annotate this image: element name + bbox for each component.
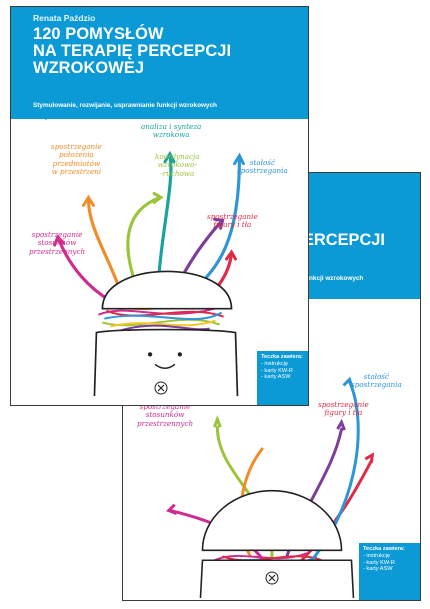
front-illustration <box>53 150 245 397</box>
title-line: 120 POMYSŁÓW <box>33 25 164 43</box>
banner-notch <box>41 116 51 120</box>
front-contents-box: Teczka zawiera: - instrukcję - karty KW-… <box>257 351 308 405</box>
book-title: 120 POMYSŁÓW NA TERAPIĘ PERCEPCJI WZROKO… <box>33 26 231 77</box>
back-illustration <box>166 376 375 599</box>
contents-item: - karty ASW <box>261 374 291 381</box>
title-line: NA TERAPIĘ PERCEPCJI <box>33 42 232 60</box>
author-name: Renata Paździo <box>33 13 96 23</box>
contents-heading: Teczka zawiera: <box>261 354 303 360</box>
title-line: WZROKOWEJ <box>33 59 145 77</box>
contents-item: - karty ASW <box>363 566 393 573</box>
contents-heading: Teczka zawiera: <box>363 546 405 552</box>
contents-item: - instrukcję <box>261 360 289 367</box>
harmonia-logo-icon <box>154 381 168 395</box>
front-cover-banner: Renata Paździo 120 POMYSŁÓW NA TERAPIĘ P… <box>11 7 308 119</box>
front-cover: Renata Paździo 120 POMYSŁÓW NA TERAPIĘ P… <box>10 6 309 406</box>
back-subtitle-fragment: nkcji wzrokowych <box>309 275 364 282</box>
contents-item: - karty KW-R <box>261 367 293 374</box>
harmonia-logo-icon <box>265 571 279 585</box>
contents-item: - instrukcję <box>363 552 391 559</box>
back-contents-box: Teczka zawiera: - instrukcję - karty KW-… <box>359 543 420 600</box>
back-title-fragment: ERCEPCJI <box>303 231 385 249</box>
book-subtitle: Stymulowanie, rozwijanie, usprawnianie f… <box>33 102 217 109</box>
contents-item: - karty KW-R <box>363 559 395 566</box>
